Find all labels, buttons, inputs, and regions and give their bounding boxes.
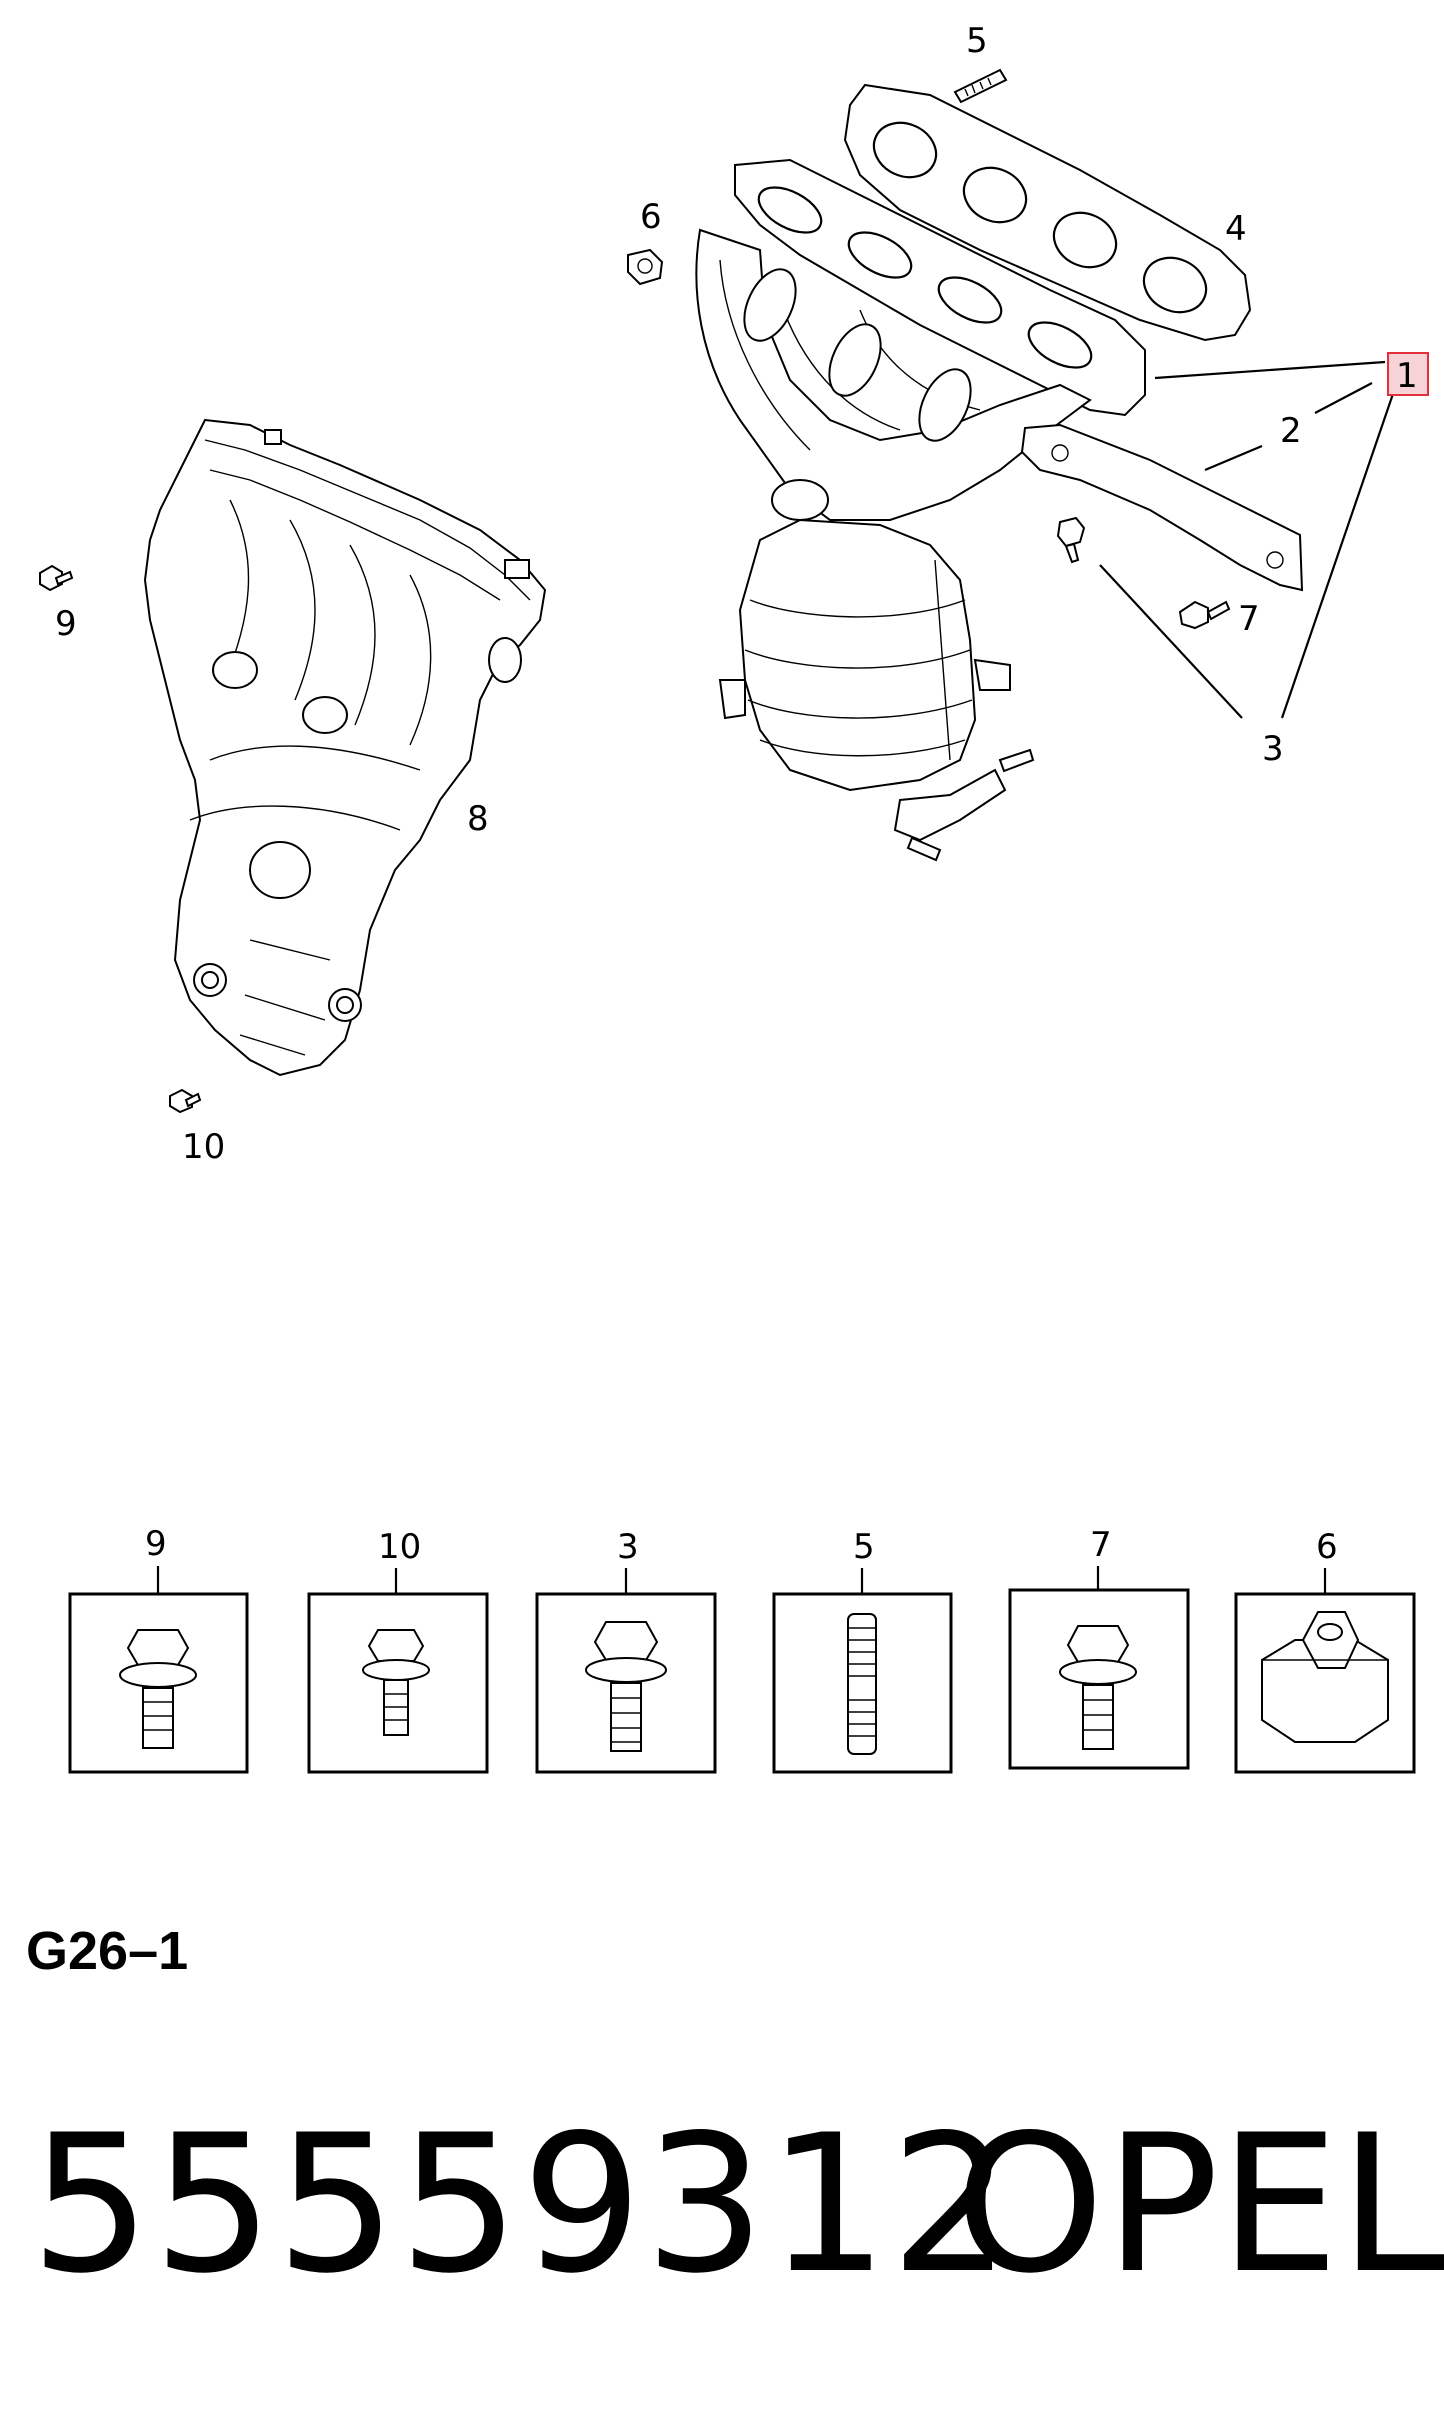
callout-8[interactable]: 8 [467,799,489,839]
bolt-10-part [169,1088,202,1114]
callout-4[interactable]: 4 [1225,209,1247,249]
fastener-label-3: 3 [617,1527,639,1567]
flange-bolt-3-drawing [585,1621,667,1752]
flange-bolt-7-drawing [1059,1625,1137,1750]
exhaust-manifold-catalytic-converter-part [695,158,1146,862]
fastener-label-7: 7 [1090,1525,1112,1565]
callout-10[interactable]: 10 [182,1127,225,1167]
fastener-label-5: 5 [853,1527,875,1567]
brand-name: OPEL [955,2094,1444,2315]
manifold-gasket-part [843,83,1252,342]
fastener-label-6: 6 [1316,1527,1338,1567]
bolt-3-part [1056,516,1086,564]
callout-9[interactable]: 9 [55,604,77,644]
fastener-table: 9 10 3 5 7 6 [68,1524,1416,1774]
callout-1-highlight [1387,352,1429,396]
callout-2[interactable]: 2 [1280,411,1302,451]
callout-1[interactable]: 1 [1396,356,1418,396]
flange-bolt-10-drawing [362,1629,430,1736]
bolt-7-part [1178,600,1231,630]
flange-bolt-9-drawing [119,1629,197,1749]
callout-6[interactable]: 6 [640,197,662,237]
callout-5[interactable]: 5 [966,21,988,61]
part-number: 55559312 [30,2094,1014,2315]
stud-part [953,68,1008,104]
fastener-label-9: 9 [145,1524,167,1564]
callout-3[interactable]: 3 [1262,729,1284,769]
double-ended-stud-5-drawing [847,1613,877,1755]
diagram-code: G26–1 [26,1921,189,1981]
support-bracket-part [1020,423,1304,592]
callout-7[interactable]: 7 [1238,599,1260,639]
fastener-label-10: 10 [378,1527,421,1567]
flange-nut-6-drawing [1261,1611,1389,1743]
bolt-9-part [39,564,74,592]
leader-lines [1099,360,1397,719]
callout-labels: 1 2 3 4 5 6 7 8 9 10 [55,21,1429,1167]
nut-part [627,248,664,286]
heat-shield-part [143,418,547,1077]
